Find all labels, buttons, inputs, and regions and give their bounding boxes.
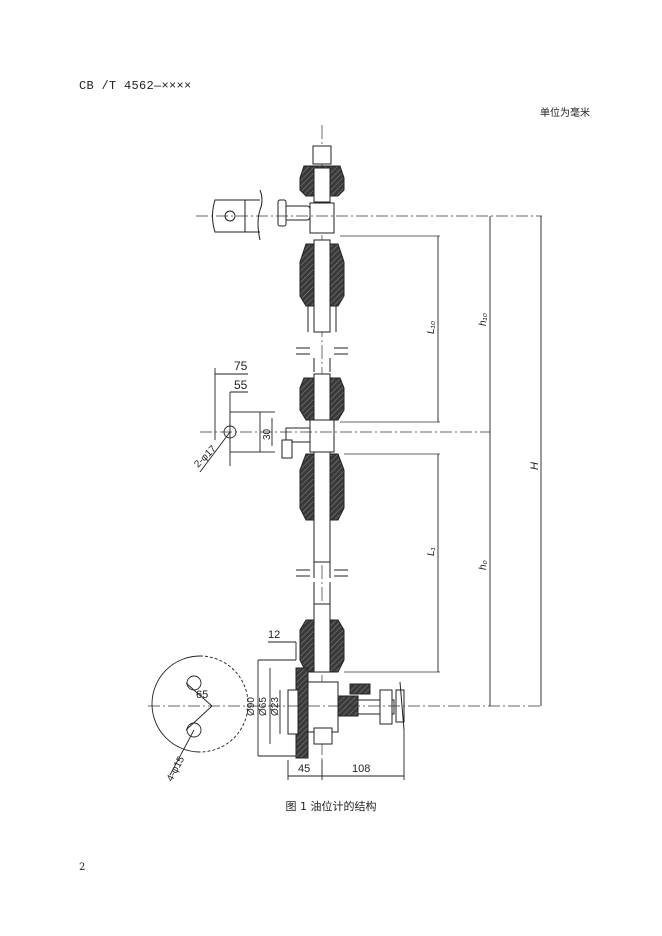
unit-note: 单位为毫米	[540, 108, 590, 119]
dim-12: 12	[268, 629, 280, 641]
dim-r65: 65	[196, 689, 208, 701]
dim-phi65: Ø65	[258, 697, 269, 716]
dim-phi23: Ø23	[270, 697, 281, 716]
dim-75: 75	[234, 359, 248, 373]
top-cap	[299, 145, 345, 234]
upper-sight-section	[296, 239, 348, 372]
dim-30: 30	[262, 428, 273, 440]
dim-phi90: Ø90	[246, 697, 257, 716]
standard-code: CB /T 4562—××××	[79, 79, 192, 93]
dim-h0: h₀	[478, 560, 489, 570]
dim-l1: L₁	[426, 547, 437, 556]
dimension-lines	[257, 216, 542, 780]
bottom-flange-valve	[287, 667, 405, 759]
figure-caption: 图 1 油位计的结构	[285, 800, 377, 813]
upper-bracket	[212, 189, 311, 241]
flange-view	[151, 655, 249, 776]
extension-lines	[148, 215, 542, 707]
dim-h: H	[529, 462, 541, 470]
dim-holes-top: 2-φ17	[192, 443, 219, 470]
dim-h10: h₁₀	[478, 313, 489, 326]
dim-l10: L₁₀	[426, 321, 437, 334]
dim-45: 45	[298, 763, 310, 775]
middle-fitting	[281, 373, 345, 459]
dim-108: 108	[352, 763, 370, 775]
page-number: 2	[79, 862, 86, 873]
lower-sight-section	[296, 451, 348, 673]
dim-holes-bottom: 4-φ15	[165, 754, 187, 783]
dim-55: 55	[234, 378, 248, 392]
